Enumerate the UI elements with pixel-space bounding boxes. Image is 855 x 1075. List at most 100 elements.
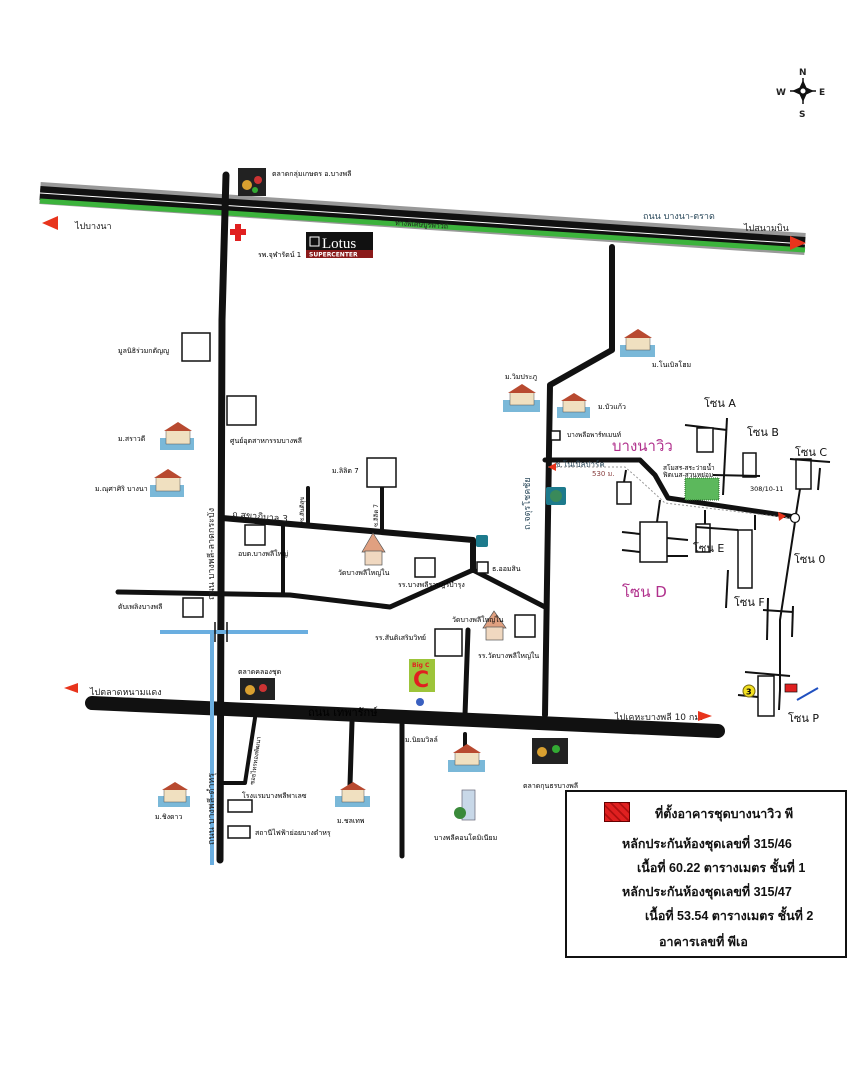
label-hospital: รพ.จุฬารัตน์ 1	[258, 251, 301, 259]
arrow-left-icon	[64, 683, 78, 693]
arrow-left-icon	[548, 463, 556, 471]
zone-d-label: โซน D	[622, 583, 667, 601]
house-icon	[335, 782, 370, 807]
building-lilit7	[366, 457, 397, 488]
hospital-icon	[230, 224, 246, 241]
road-label-theparak: ถนน เทพารักษ์	[308, 706, 378, 719]
legend-line3: หลักประกันห้องชุดเลขที่ 315/47	[622, 885, 792, 899]
label-m-nusasiri: ม.ณุศาศิริ บางนา	[95, 485, 148, 493]
road-label-noble-park: ซ.โนเบิลปาร์ค	[555, 459, 605, 469]
label-wat1: วัดบางพลีใหญ่ใน	[338, 568, 390, 577]
label-m-chonthep: ม.ชลเทพ	[337, 817, 365, 825]
bigc-text: Big C	[412, 662, 430, 669]
house-icon	[448, 744, 485, 772]
legend-title: ที่ตั้งอาคารชุดบางนาวิว พี	[655, 807, 794, 821]
legend-line4: เนื้อที่ 53.54 ตารางเมตร ชั้นที่ 2	[645, 909, 814, 923]
label-club2: ฟิตเนส-สวนหย่อม	[663, 471, 713, 479]
road-label-lilit7: ซ.ลิลิต 7	[373, 504, 380, 527]
label-industrial: ศูนย์อุตสาหกรรมบางพลี	[230, 437, 302, 445]
road-chaturachokchai	[542, 244, 615, 718]
road-soi-noble-park	[542, 457, 798, 520]
label-market-klong: ตลาดคลองชุด	[238, 668, 281, 676]
bank-logo-circle	[550, 490, 562, 502]
label-apartment: บางพลีอพาร์ทเมนท์	[567, 431, 621, 439]
label-foundation: มูลนิธิร่วมกตัญญู	[118, 347, 169, 355]
highway-label: ถนน บางนา-ตราด	[643, 212, 715, 222]
road-label-chaturachokchai: ถ.จตุรโชคชัย	[522, 477, 533, 530]
arrow-right-icon	[790, 236, 806, 250]
label-school-rat: รร.บางพลีราษฎร์บำรุง	[398, 581, 465, 589]
zone-f-label: โซน F	[734, 595, 765, 609]
road-sukhaphiban3	[219, 515, 476, 573]
svg-text:C: C	[413, 668, 429, 693]
label-m-lilit7: ม.ลิลิต 7	[332, 467, 359, 475]
zone-o-label: โซน 0	[794, 552, 825, 566]
legend-line2: เนื้อที่ 60.22 ตารางเมตร ชั้นที่ 1	[637, 861, 806, 875]
house-icon	[620, 329, 655, 357]
lotus-text: Lotus	[322, 236, 356, 252]
building-obt	[244, 524, 266, 546]
pen-mark	[796, 687, 819, 701]
compass-n: N	[799, 68, 807, 78]
road-bangphli-latkrabang	[216, 171, 230, 864]
label-club: สโมสร-สระว่ายน้ำ	[663, 463, 715, 472]
compass-w: W	[776, 88, 786, 98]
compass-icon: N E S W	[776, 68, 825, 120]
road-theparak	[85, 696, 725, 738]
building-foundation	[181, 332, 211, 362]
to-airport-label: ไปสนามบิน	[743, 223, 789, 234]
zone-structures	[616, 417, 831, 717]
lotus-subtext: SUPERCENTER	[309, 252, 358, 259]
canal	[160, 622, 308, 865]
label-m-wim: ม.วิมประภู	[505, 373, 537, 381]
zone-p-label: โซน P	[788, 711, 819, 725]
building-apartment	[550, 430, 561, 441]
label-m-niyom: ม.นิยมวิลล์	[405, 736, 438, 744]
house-icon	[158, 782, 190, 807]
project-location-marker[interactable]	[789, 512, 801, 524]
highway-bangna-trat	[39, 182, 806, 255]
to-nong-mae-daeng-label: ไปตลาดหนามแดง	[89, 687, 162, 698]
road-label-tamru: ถนน บางพลี-ตำหรุ	[206, 773, 217, 845]
label-gsb: ธ.ออมสิน	[492, 565, 521, 573]
target-building-icon[interactable]	[784, 683, 798, 693]
compass-e: E	[819, 88, 825, 98]
road-label-santisuk: ซ.สันติสุข	[299, 497, 306, 522]
road-soi-saithong	[220, 716, 257, 785]
zone-b-label: โซน B	[747, 425, 779, 439]
label-distance: 530 ม.	[592, 470, 614, 478]
condo-icon	[454, 789, 476, 821]
legend-swatch	[604, 802, 630, 822]
label-project: บางนาวิว	[612, 437, 673, 455]
label-market-kaset: ตลาดกลุ่มเกษตร อ.บางพลี	[272, 170, 351, 178]
market-icon	[532, 738, 568, 764]
building-substation	[227, 825, 251, 839]
marker-3-label: 3	[746, 688, 752, 697]
house-icon	[150, 469, 184, 497]
road-label-sukhaphiban3: ถ.สุขาภิบาล 3	[232, 509, 289, 525]
road-chonthep	[347, 719, 355, 788]
legend-line1: หลักประกันห้องชุดเลขที่ 315/46	[622, 837, 792, 851]
market-icon	[238, 168, 266, 196]
label-substation: สถานีไฟฟ้าย่อยบางตำหรุ	[255, 828, 331, 837]
lotus-logo: Lotus SUPERCENTER	[306, 232, 373, 259]
label-market-kunthon: ตลาดกุนธรบางพลี	[523, 782, 578, 790]
arrow-right-icon	[778, 512, 786, 521]
building-industrial	[226, 395, 257, 426]
building-school-santi	[434, 628, 463, 657]
label-school-wat: รร.วัดบางพลีใหญ่ใน	[478, 651, 539, 660]
label-hotel: โรงแรมบางพลีพาเลซ	[242, 791, 307, 800]
building-gsb	[476, 561, 489, 574]
to-bangna-label: ไปบางนา	[74, 221, 112, 232]
label-condo: บางพลีคอนโดมิเนียม	[434, 833, 497, 842]
label-wat2: วัดบางพลีใหญ่ใน	[452, 615, 504, 624]
building-school-rat	[414, 557, 436, 578]
bank-icon	[476, 535, 488, 547]
compass-s: S	[799, 110, 805, 120]
house-icon	[557, 393, 590, 418]
label-fire: ดับเพลิงบางพลี	[118, 603, 162, 611]
road-label-latkrabang: ถนน บางพลี-ลาดกระบัง	[206, 508, 217, 600]
elevated-highway-label: ทางพิเศษบูรพาวิถี	[395, 219, 448, 231]
